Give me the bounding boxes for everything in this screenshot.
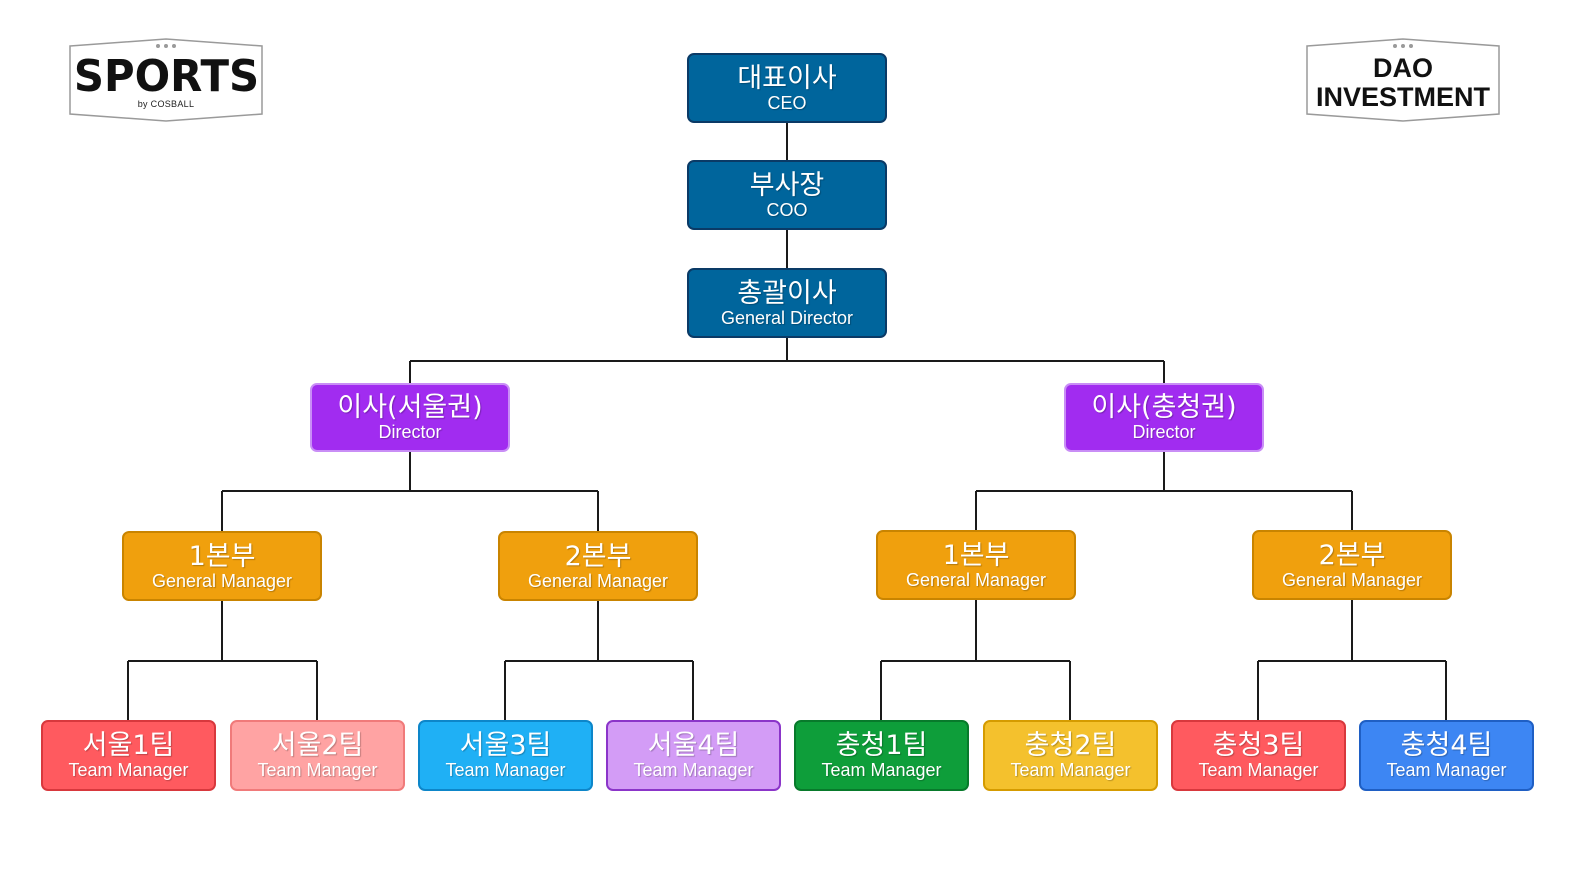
division-title-en: General Manager	[1281, 569, 1423, 590]
division-title-ko: 1본부	[188, 540, 256, 572]
coo-title-en: COO	[766, 199, 808, 220]
team-title-en: Team Manager	[445, 760, 566, 780]
team-title-en: Team Manager	[1010, 760, 1131, 780]
logo-badge-shape	[69, 38, 263, 122]
division-chungcheong-1-box: 1본부 General Manager	[876, 530, 1076, 600]
team-title-en: Team Manager	[633, 760, 754, 780]
team-title-en: Team Manager	[1386, 760, 1507, 780]
ceo-box: 대표이사 CEO	[687, 53, 887, 123]
team-seoul-3-box: 서울3팀 Team Manager	[418, 720, 593, 791]
director-title-en: Director	[378, 422, 442, 442]
team-seoul-2-box: 서울2팀 Team Manager	[230, 720, 405, 791]
team-title-ko: 서울2팀	[271, 730, 364, 761]
division-title-ko: 2본부	[1318, 539, 1386, 571]
division-title-en: General Manager	[905, 569, 1047, 590]
team-chungcheong-1-box: 충청1팀 Team Manager	[794, 720, 969, 791]
division-chungcheong-2-box: 2본부 General Manager	[1252, 530, 1452, 600]
coo-box: 부사장 COO	[687, 160, 887, 230]
coo-title-ko: 부사장	[749, 169, 825, 201]
logo-dots	[1393, 44, 1413, 48]
dao-investment-logo: DAO INVESTMENT	[1306, 38, 1500, 122]
team-chungcheong-2-box: 충청2팀 Team Manager	[983, 720, 1158, 791]
team-seoul-4-box: 서울4팀 Team Manager	[606, 720, 781, 791]
sports-logo-subtext: by COSBALL	[137, 99, 195, 109]
team-seoul-1-box: 서울1팀 Team Manager	[41, 720, 216, 791]
team-title-ko: 서울4팀	[647, 730, 740, 761]
team-title-en: Team Manager	[1198, 760, 1319, 780]
team-title-en: Team Manager	[821, 760, 942, 780]
team-chungcheong-4-box: 충청4팀 Team Manager	[1359, 720, 1534, 791]
team-title-ko: 충청4팀	[1400, 730, 1493, 761]
team-title-ko: 충청2팀	[1024, 730, 1117, 761]
sports-logo-text: SPORTS	[73, 51, 259, 102]
team-title-ko: 충청1팀	[835, 730, 928, 761]
logo-badge-shape	[1306, 38, 1500, 122]
division-title-en: General Manager	[527, 570, 669, 591]
team-title-ko: 서울3팀	[459, 730, 552, 761]
director-seoul-box: 이사(서울권) Director	[310, 383, 510, 452]
logo-dots	[156, 44, 176, 48]
division-title-en: General Manager	[151, 570, 293, 591]
director-chungcheong-box: 이사(충청권) Director	[1064, 383, 1264, 452]
team-title-en: Team Manager	[68, 760, 189, 780]
division-seoul-2-box: 2본부 General Manager	[498, 531, 698, 601]
division-title-ko: 1본부	[942, 539, 1010, 571]
dao-logo-line-2: INVESTMENT	[1315, 82, 1490, 112]
team-chungcheong-3-box: 충청3팀 Team Manager	[1171, 720, 1346, 791]
general-director-box: 총괄이사 General Director	[687, 268, 887, 338]
general-director-title-ko: 총괄이사	[737, 277, 837, 309]
general-director-title-en: General Director	[720, 307, 854, 328]
dao-logo-line-1: DAO	[1373, 53, 1433, 83]
director-title-en: Director	[1132, 422, 1196, 442]
sports-logo: SPORTS by COSBALL	[69, 38, 263, 122]
team-title-en: Team Manager	[257, 760, 378, 780]
division-title-ko: 2본부	[564, 540, 632, 572]
director-title-ko: 이사(충청권)	[1091, 392, 1237, 423]
ceo-title-en: CEO	[767, 92, 807, 113]
director-title-ko: 이사(서울권)	[337, 392, 483, 423]
ceo-title-ko: 대표이사	[737, 62, 837, 94]
division-seoul-1-box: 1본부 General Manager	[122, 531, 322, 601]
team-title-ko: 충청3팀	[1212, 730, 1305, 761]
team-title-ko: 서울1팀	[82, 730, 175, 761]
